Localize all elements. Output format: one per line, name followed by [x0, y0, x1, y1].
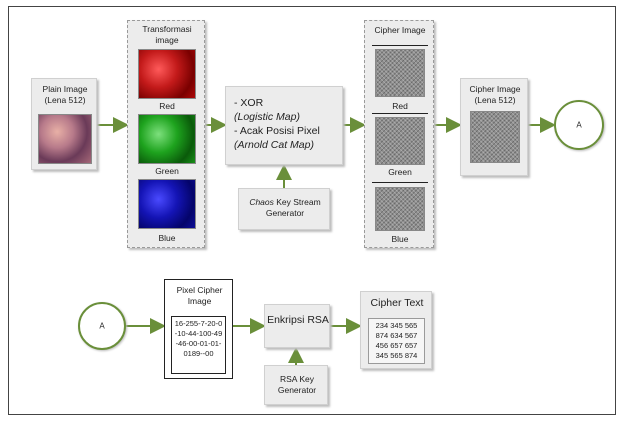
cipher-lena-title: Cipher Image (Lena 512) — [469, 84, 521, 105]
cipher-text-box: Cipher Text 234 345 565 874 634 567 456 … — [360, 291, 432, 369]
keystream-rest: Key Stream — [273, 197, 321, 207]
keystream-line2: Generator — [265, 208, 305, 218]
transform-title: Transformasi image — [142, 24, 192, 45]
process-line-xor: - XOR — [234, 97, 264, 109]
cipher-lena-box: Cipher Image (Lena 512) — [460, 78, 528, 176]
cipher-blue-label: Blue — [391, 234, 409, 244]
pixel-cipher-values: 16-255-7-20-0-10-44-100-49-46-00-01-01-0… — [174, 319, 223, 358]
blue-label: Blue — [158, 233, 176, 243]
cipher-red-label: Red — [392, 101, 408, 111]
lena-image — [38, 114, 92, 164]
separator-1 — [372, 45, 428, 46]
cipher-text-values-box: 234 345 565 874 634 567 456 657 657 345 … — [368, 318, 425, 364]
process-text: - XOR (Logistic Map) - Acak Posisi Pixel… — [234, 96, 320, 152]
connector-a-top-label: A — [576, 120, 582, 130]
pixel-cipher-box: Pixel Cipher Image 16-255-7-20-0-10-44-1… — [164, 279, 233, 379]
cipher-lena-image — [470, 111, 520, 163]
connector-a-bottom: A — [78, 302, 126, 350]
separator-2 — [372, 113, 428, 114]
rsa-key-title: RSA Key Generator — [277, 374, 317, 395]
process-line-logistic: (Logistic Map) — [234, 111, 300, 123]
cipher-text-row: 345 565 874 — [375, 351, 418, 360]
rsa-title: Enkripsi RSA — [267, 314, 329, 326]
plain-image-title: Plain Image (Lena 512) — [42, 84, 88, 105]
cipher-green-image — [375, 117, 425, 165]
connector-a-bottom-label: A — [99, 321, 105, 331]
cipher-text-row: 456 657 657 — [375, 341, 418, 350]
keystream-chaos: Chaos — [249, 197, 274, 207]
cipher-text-title: Cipher Text — [370, 297, 424, 309]
diagram-frame — [8, 6, 616, 415]
cipher-text-row: 234 345 565 — [375, 321, 418, 330]
cipher-image-box: Cipher Image Red Green Blue — [364, 20, 434, 248]
green-channel-image — [138, 114, 196, 164]
pixel-cipher-values-box: 16-255-7-20-0-10-44-100-49-46-00-01-01-0… — [171, 316, 226, 374]
process-line-acak: - Acak Posisi Pixel — [234, 125, 320, 137]
cipher-green-label: Green — [388, 167, 412, 177]
rsa-box: Enkripsi RSA — [264, 304, 330, 348]
transform-box: Transformasi image Red Green Blue — [127, 20, 205, 248]
green-label: Green — [155, 166, 179, 176]
rsa-key-box: RSA Key Generator — [264, 365, 328, 405]
keystream-text: Chaos Key Stream Generator — [239, 197, 331, 219]
blue-channel-image — [138, 179, 196, 229]
process-box: - XOR (Logistic Map) - Acak Posisi Pixel… — [225, 86, 343, 165]
pixel-cipher-title: Pixel Cipher Image — [176, 285, 223, 306]
connector-a-top: A — [554, 100, 604, 150]
red-label: Red — [159, 101, 175, 111]
plain-image-box: Plain Image (Lena 512) — [31, 78, 97, 170]
cipher-text-row: 874 634 567 — [375, 331, 418, 340]
cipher-blue-image — [375, 187, 425, 231]
process-line-arnold: (Arnold Cat Map) — [234, 139, 314, 151]
keystream-box: Chaos Key Stream Generator — [238, 188, 330, 230]
cipher-image-title: Cipher Image — [374, 25, 426, 35]
red-channel-image — [138, 49, 196, 99]
cipher-red-image — [375, 49, 425, 97]
separator-3 — [372, 182, 428, 183]
